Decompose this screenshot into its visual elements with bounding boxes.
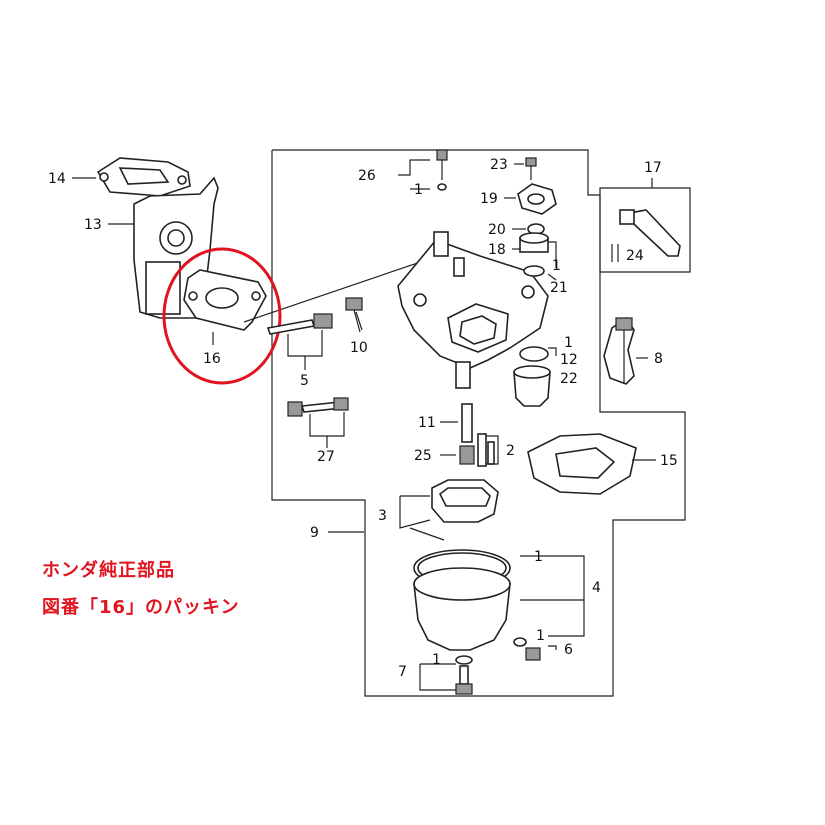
part-12-oring <box>519 346 557 362</box>
callout-1f: 1 <box>432 652 441 668</box>
part-7-bolt <box>419 655 473 695</box>
part-19-cap <box>504 183 557 215</box>
callout-21: 21 <box>550 280 568 296</box>
callout-22: 22 <box>560 371 578 387</box>
callout-8: 8 <box>654 351 663 367</box>
caption-line-2: 図番「16」のパッキン <box>42 597 240 618</box>
part-16-gasket <box>183 253 445 345</box>
part-8-float-pin <box>603 316 648 385</box>
callout-1e: 1 <box>536 628 545 644</box>
callout-15: 15 <box>660 453 678 469</box>
assembly-frame <box>271 149 686 697</box>
callout-3: 3 <box>378 508 387 524</box>
part-26-screw <box>398 149 448 191</box>
callout-4: 4 <box>592 580 601 596</box>
callout-1c: 1 <box>564 335 573 351</box>
highlight-circle <box>162 247 282 385</box>
callout-5: 5 <box>300 373 309 389</box>
callout-1b: 1 <box>552 258 561 274</box>
callout-26: 26 <box>358 168 376 184</box>
part-4-float-bowl <box>413 549 585 651</box>
callout-27: 27 <box>317 449 335 465</box>
callout-14: 14 <box>48 171 66 187</box>
callout-19: 19 <box>480 191 498 207</box>
part-3-float <box>399 479 499 541</box>
part-11-jet <box>440 403 473 443</box>
callout-labels: 14 13 16 5 10 27 26 1 23 19 20 18 1 21 1… <box>48 157 678 680</box>
callout-2: 2 <box>506 443 515 459</box>
callout-25: 25 <box>414 448 432 464</box>
callout-16: 16 <box>203 351 221 367</box>
part-25-jet <box>440 445 475 465</box>
caption-line-1: ホンダ純正部品 <box>42 560 175 581</box>
callout-23: 23 <box>490 157 508 173</box>
callout-20: 20 <box>488 222 506 238</box>
callout-10: 10 <box>350 340 368 356</box>
callout-6: 6 <box>564 642 573 658</box>
callout-1a: 1 <box>414 182 423 198</box>
callout-13: 13 <box>84 217 102 233</box>
part-2-needle <box>477 433 499 467</box>
part-22-jet <box>513 365 551 407</box>
part-20-oring <box>512 223 545 235</box>
part-6-drain-screw <box>513 637 557 661</box>
callout-1d: 1 <box>534 549 543 565</box>
part-23-screw <box>514 157 537 180</box>
part-15-gasket <box>527 433 656 495</box>
part-14-gasket <box>72 157 191 197</box>
part-27-screw-set <box>287 397 349 448</box>
part-21-washer <box>523 265 557 281</box>
part-18-valve <box>512 232 557 268</box>
callout-7: 7 <box>398 664 407 680</box>
part-17-lever <box>599 178 691 273</box>
part-5-screw-set <box>266 313 333 370</box>
callout-24: 24 <box>626 248 644 264</box>
part-10-screw <box>345 297 363 333</box>
carburetor-body <box>397 231 549 389</box>
callout-12: 12 <box>560 352 578 368</box>
callout-9: 9 <box>310 525 319 541</box>
callout-17: 17 <box>644 160 662 176</box>
callout-18: 18 <box>488 242 506 258</box>
callout-11: 11 <box>418 415 436 431</box>
